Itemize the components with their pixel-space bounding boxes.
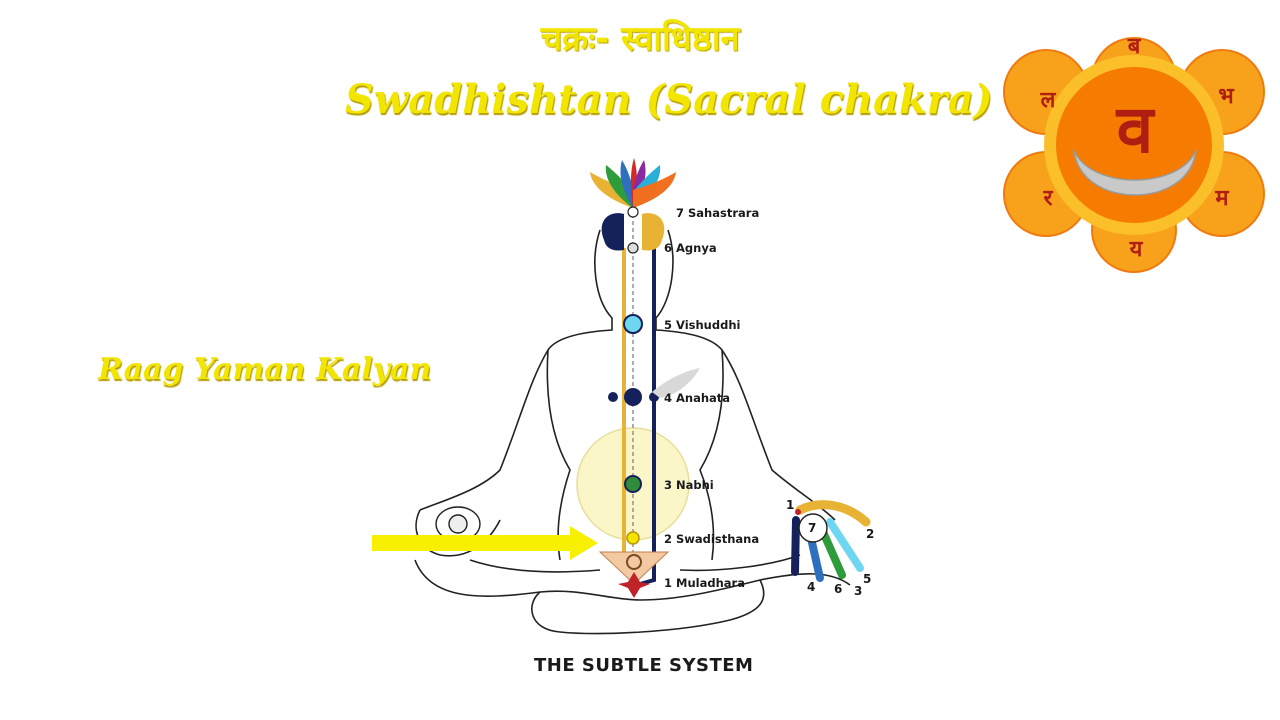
- vishuddhi-point: [623, 314, 643, 334]
- swadisthana-point: [626, 531, 640, 545]
- chakra-seed-letter: व: [1116, 91, 1154, 168]
- chakra-label-nabhi: 3 Nabhi: [664, 478, 714, 492]
- agnya-right-lobe: [642, 213, 665, 251]
- english-title: Swadhishtan (Sacral chakra): [345, 76, 993, 123]
- chakra-label-sahastrara: 7 Sahastrara: [676, 206, 760, 220]
- petal-letter: ल: [1040, 88, 1056, 113]
- anahata-point: [624, 388, 642, 406]
- nabhi-point: [624, 475, 642, 493]
- finger-number: 7: [808, 521, 817, 535]
- finger-number: 3: [854, 584, 863, 598]
- sahastrara-point: [627, 206, 639, 218]
- chakra-label-muladhara: 1 Muladhara: [664, 576, 745, 590]
- chakra-label-vishuddhi: 5 Vishuddhi: [664, 318, 741, 332]
- anahata-feather: [652, 368, 700, 398]
- crescent-moon: [1073, 149, 1197, 196]
- pointer-arrow: [372, 526, 598, 560]
- chakra-label-swadisthana: 2 Swadisthana: [664, 532, 760, 546]
- finger-number: 2: [866, 527, 875, 541]
- hindi-title: चक्रः- स्वाधिष्ठान: [540, 19, 740, 59]
- right-hand: [791, 500, 871, 582]
- chakra-label-agnya: 6 Agnya: [664, 241, 717, 255]
- petal-letter: र: [1043, 186, 1053, 211]
- petal-letter: य: [1129, 237, 1143, 262]
- petal-letter: म: [1215, 186, 1229, 211]
- muladhara-point: [618, 572, 650, 598]
- agnya-left-lobe: [601, 213, 624, 251]
- chakra-symbol: [1003, 37, 1265, 273]
- agnya-point: [627, 242, 639, 254]
- finger-number: 1: [786, 498, 795, 512]
- right-channel: [639, 248, 656, 586]
- chakra-label-anahata: 4 Anahata: [664, 391, 731, 405]
- anahata-left-point: [608, 392, 618, 402]
- left-hand: [435, 506, 481, 542]
- raag-label: Raag Yaman Kalyan: [98, 352, 432, 387]
- finger-number: 4: [807, 580, 816, 594]
- finger-number: 5: [863, 572, 872, 586]
- diagram-caption: THE SUBTLE SYSTEM: [534, 655, 754, 676]
- kundalini-coil: [626, 554, 642, 570]
- sahastrara-lotus: [590, 158, 676, 208]
- petal-letter: भ: [1218, 84, 1234, 109]
- finger-number: 6: [834, 582, 843, 596]
- petal-letter: ब: [1127, 34, 1141, 59]
